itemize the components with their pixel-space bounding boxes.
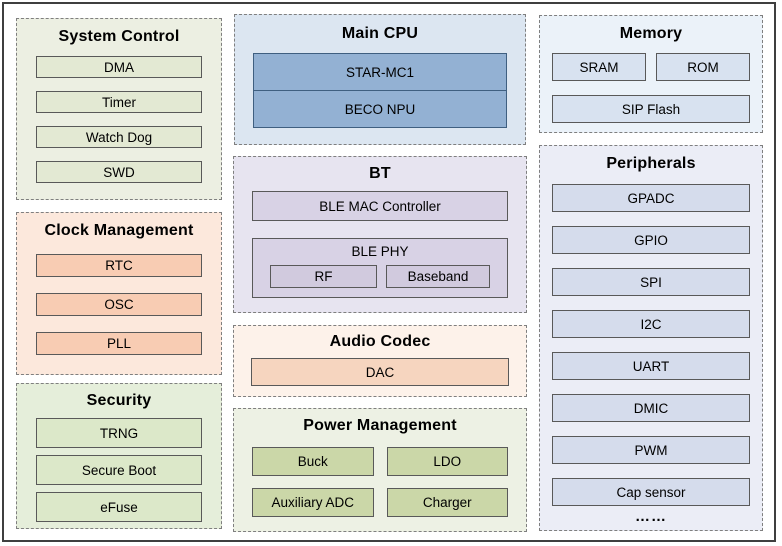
block-i2c: I2C [552, 310, 750, 338]
group-title-system-control: System Control [58, 28, 180, 45]
block-rtc: RTC [36, 254, 202, 277]
group-bt: BT BLE MAC Controller BLE PHY RF Baseban… [233, 156, 527, 313]
block-uart: UART [552, 352, 750, 380]
block-rom: ROM [656, 53, 750, 81]
group-title-main-cpu: Main CPU [341, 25, 419, 42]
group-memory: Memory SRAM ROM SIP Flash [539, 15, 763, 133]
group-title-peripherals: Peripherals [606, 155, 696, 172]
block-efuse: eFuse [36, 492, 202, 522]
block-gpadc: GPADC [552, 184, 750, 212]
ble-phy-label: BLE PHY [351, 244, 409, 259]
block-watch-dog: Watch Dog [36, 126, 202, 148]
group-title-audio-codec: Audio Codec [329, 333, 431, 350]
block-cap-sensor: Cap sensor [552, 478, 750, 506]
peripherals-ellipsis: …… [635, 508, 667, 525]
group-title-bt: BT [369, 165, 391, 182]
group-power-management: Power Management Buck LDO Auxiliary ADC … [233, 408, 527, 532]
block-swd: SWD [36, 161, 202, 183]
block-osc: OSC [36, 293, 202, 316]
block-pll: PLL [36, 332, 202, 355]
block-sip-flash: SIP Flash [552, 95, 750, 123]
block-star-mc1: STAR-MC1 [253, 53, 507, 91]
group-title-memory: Memory [619, 25, 683, 42]
block-ble-mac-controller: BLE MAC Controller [252, 191, 508, 221]
block-ldo: LDO [386, 447, 508, 476]
block-buck: Buck [252, 447, 374, 476]
group-clock-management: Clock Management RTC OSC PLL [16, 212, 222, 375]
group-system-control: System Control DMA Timer Watch Dog SWD [16, 18, 222, 200]
block-secure-boot: Secure Boot [36, 455, 202, 485]
block-charger: Charger [386, 488, 508, 517]
block-dac: DAC [251, 358, 509, 386]
group-title-clock-management: Clock Management [44, 222, 194, 239]
group-main-cpu: Main CPU STAR-MC1 BECO NPU [234, 14, 526, 145]
block-gpio: GPIO [552, 226, 750, 254]
block-pwm: PWM [552, 436, 750, 464]
group-peripherals: Peripherals GPADC GPIO SPI I2C UART DMIC… [539, 145, 763, 531]
group-title-security: Security [86, 392, 152, 409]
block-dmic: DMIC [552, 394, 750, 422]
block-spi: SPI [552, 268, 750, 296]
block-auxiliary-adc: Auxiliary ADC [252, 488, 374, 517]
group-audio-codec: Audio Codec DAC [233, 325, 527, 397]
block-rf: RF [270, 265, 377, 288]
block-sram: SRAM [552, 53, 646, 81]
block-baseband: Baseband [386, 265, 490, 288]
block-timer: Timer [36, 91, 202, 113]
block-ble-phy: BLE PHY RF Baseband [252, 238, 508, 298]
block-beco-npu: BECO NPU [253, 90, 507, 128]
group-security: Security TRNG Secure Boot eFuse [16, 383, 222, 529]
block-trng: TRNG [36, 418, 202, 448]
group-title-power-management: Power Management [303, 417, 457, 434]
block-dma: DMA [36, 56, 202, 78]
